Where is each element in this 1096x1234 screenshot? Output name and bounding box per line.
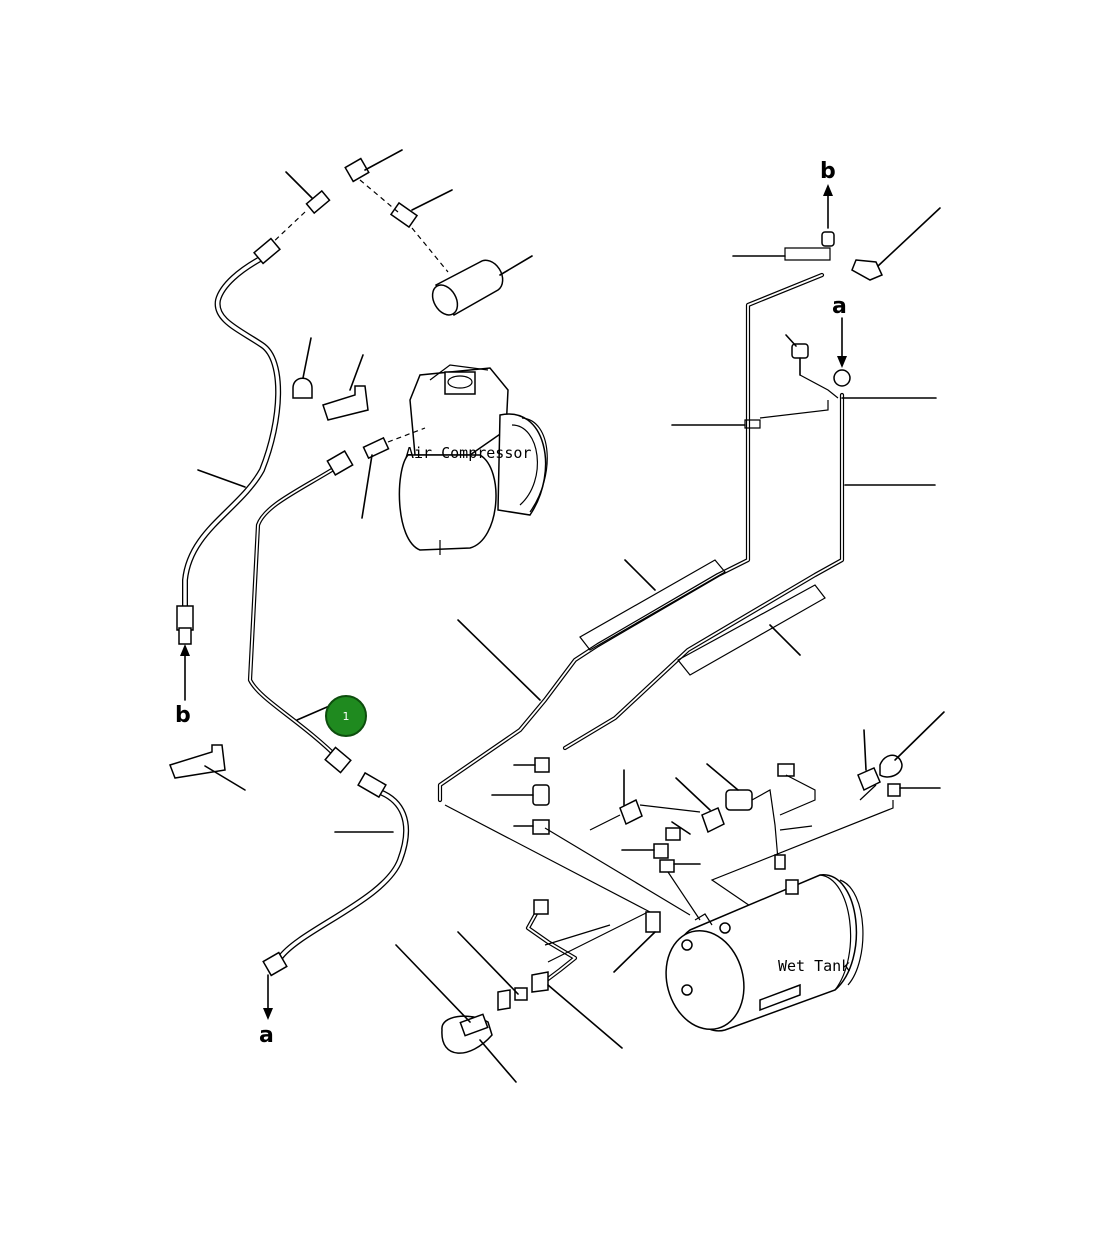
- right-upper-lines: [437, 184, 941, 803]
- connector-a-bottom: a: [259, 1023, 274, 1048]
- lower-left-hose: [262, 771, 410, 1020]
- left-upper-hose: [176, 237, 282, 701]
- callout-badge-1[interactable]: 1: [325, 695, 367, 737]
- callout-badge-circle[interactable]: [325, 695, 367, 737]
- top-fittings: [269, 149, 533, 317]
- air-compressor: [361, 364, 548, 555]
- center-fittings: [444, 711, 945, 921]
- air-compressor-label: Air Compressor: [405, 444, 531, 462]
- wet-tank: [665, 874, 864, 1032]
- clamps: [169, 337, 369, 791]
- wet-tank-label: Wet Tank: [778, 957, 850, 975]
- connector-b-bottom: b: [175, 703, 191, 728]
- connector-b-top: b: [820, 159, 836, 184]
- center-hose: [247, 450, 354, 774]
- connector-a-top: a: [832, 294, 847, 319]
- callout-badge-number: 1: [343, 710, 350, 723]
- lower-drain-parts: [395, 899, 661, 1083]
